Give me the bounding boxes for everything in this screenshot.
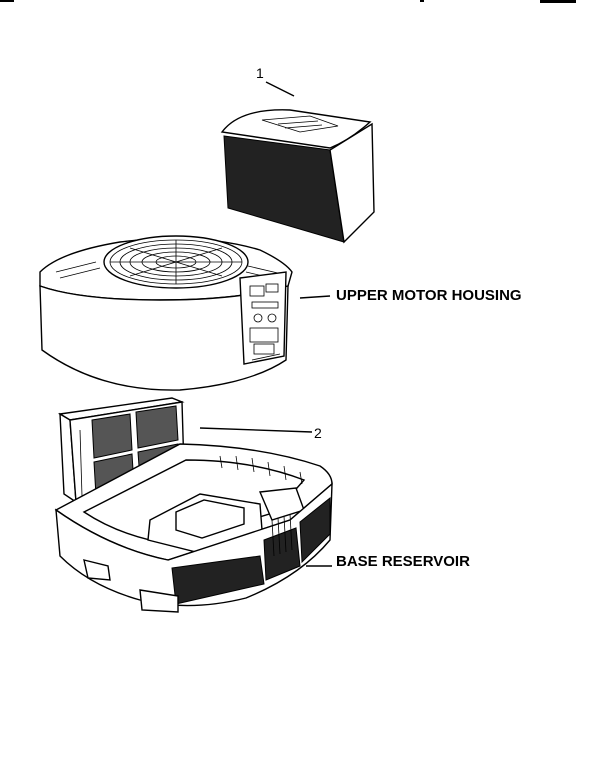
base-reservoir-label: BASE RESERVOIR [336, 553, 470, 570]
callout-base-reservoir: BASE RESERVOIR [306, 553, 470, 570]
callout-2: 2 [199, 425, 322, 441]
upper-motor-housing-label: UPPER MOTOR HOUSING [336, 287, 522, 304]
callout-1-number: 1 [256, 65, 264, 81]
base-reservoir [54, 443, 333, 613]
callout-2-number: 2 [314, 425, 322, 441]
base-louver [271, 513, 293, 557]
part-2-filter [57, 397, 185, 504]
top-grille [109, 239, 243, 285]
housing-controls [249, 283, 281, 361]
callout-upper-motor-housing: UPPER MOTOR HOUSING [299, 287, 522, 304]
reservoir-ticks [219, 455, 303, 485]
scan-artifacts [0, 0, 576, 3]
part-1-top-cover [220, 109, 375, 244]
upper-motor-housing [39, 235, 293, 391]
callout-1: 1 [256, 65, 295, 97]
